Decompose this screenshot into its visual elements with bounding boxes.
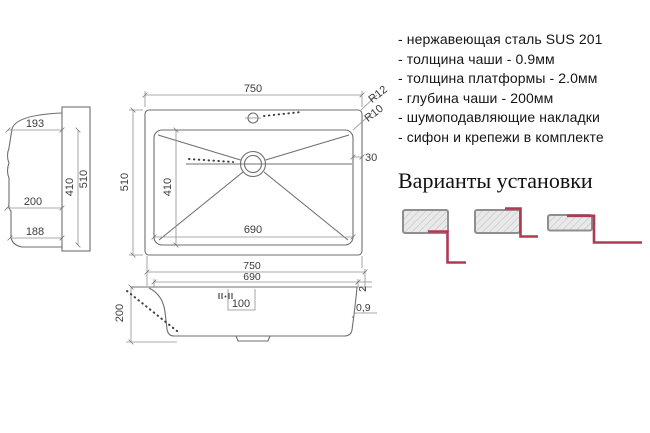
dim-ext-depth (129, 109, 143, 256)
dim-label-front-height: 200 (114, 304, 126, 322)
spec-item: - толщина платформы - 2.0мм (398, 70, 598, 86)
spec-item: - сифон и крепежи в комплекте (398, 128, 604, 145)
dim-label-bowl-width: 690 (244, 224, 262, 236)
drain-offset-bracket (227, 289, 256, 311)
spec-item: - нержавеющая сталь SUS 201 (398, 31, 603, 47)
drain-inner-circle (243, 154, 263, 174)
dim-label-bowl-depth: 410 (162, 178, 174, 196)
dim-label-radius-inner: R10 (363, 103, 386, 125)
dim-label-side-front: 188 (26, 226, 44, 238)
dim-ext-platform (357, 281, 372, 288)
side-view: 410 510 193 200 188 (4, 106, 91, 252)
dim-label-side-overall: 510 (78, 170, 90, 188)
drain-outer-circle (239, 150, 267, 178)
mount-profile-line (567, 214, 642, 244)
installation-options (402, 207, 642, 264)
dim-label-wall-thickness: 0,9 (356, 302, 371, 314)
clip-dot (224, 295, 227, 298)
view-connectors (146, 256, 366, 290)
leader-radius-outer (360, 94, 378, 111)
drain-dotted-line (188, 158, 234, 163)
countertop-section (402, 209, 449, 234)
dim-label-drain-offset: 100 (232, 298, 250, 310)
leader-radius-inner (352, 112, 373, 131)
front-dotted-line (126, 290, 178, 332)
dim-label-front-width: 750 (243, 260, 261, 272)
dim-label-side-bowl-length: 410 (64, 178, 76, 196)
dim-label-rim-gap: 30 (365, 152, 377, 164)
mount-profile-line (428, 230, 466, 264)
wall-thickness-leader (351, 312, 377, 319)
front-profile (131, 286, 358, 342)
mount-profile-line (505, 207, 538, 238)
spec-item: - шумоподавляющие накладки (398, 109, 600, 125)
countertop-section (547, 214, 593, 232)
dim-ext-width (144, 91, 363, 107)
dim-label-platform-thickness: 2 (357, 286, 369, 292)
dim-label-front-bowl-width: 690 (243, 271, 261, 283)
side-reference-band (61, 106, 91, 252)
dim-label-side-back: 193 (26, 118, 44, 130)
spec-item: - толщина чаши - 0.9мм (398, 50, 555, 67)
dim-label-radius-outer: R12 (367, 84, 390, 106)
install-option-2 (474, 207, 538, 238)
countertop-section (474, 209, 521, 234)
bowl-corner-diagonals (157, 134, 350, 241)
installation-title: Варианты установки (398, 168, 593, 193)
sink-outline (144, 109, 363, 256)
specs-list: - нержавеющая сталь SUS 201 - толщина ча… (398, 30, 604, 147)
top-view: 750 510 410 690 30 R12 R10 (119, 83, 390, 258)
dim-label-side-bowl: 200 (24, 196, 42, 208)
install-option-3 (547, 214, 642, 244)
faucet-dotted-line (263, 111, 302, 117)
spec-item: - глубина чаши - 200мм (398, 89, 554, 106)
install-option-1 (402, 209, 466, 264)
bowl-outline (153, 129, 354, 246)
clip-marks (218, 293, 233, 299)
front-view: 750 690 200 100 2 0,9 (114, 256, 377, 345)
dim-label-width: 750 (244, 83, 262, 95)
dim-label-depth: 510 (119, 173, 131, 191)
